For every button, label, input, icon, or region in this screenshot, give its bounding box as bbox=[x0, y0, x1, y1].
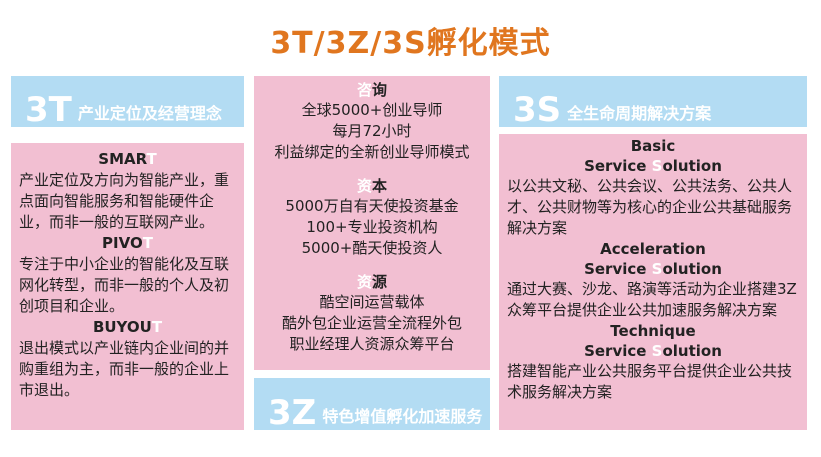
3s-item-body: 通过大赛、沙龙、路演等活动为企业搭建3Z众筹平台提供企业公共加速服务解决方案 bbox=[507, 280, 797, 319]
3s-header: 3S 全生命周期解决方案 bbox=[499, 76, 807, 127]
3s-item: Acceleration Service Solution 通过大赛、沙龙、路演… bbox=[507, 239, 799, 321]
3z-panel: 咨询 全球5000+创业导师 每月72小时 利益绑定的全新创业导师模式 资本 5… bbox=[254, 76, 490, 370]
3z-line: 利益绑定的全新创业导师模式 bbox=[274, 143, 470, 161]
3z-line: 每月72小时 bbox=[332, 122, 412, 140]
3t-item-body: 退出模式以产业链内企业间的并购重组为主，而非一般的企业上市退出。 bbox=[19, 339, 230, 399]
3t-item: SMART 产业定位及方向为智能产业，重点面向智能服务和智能硬件企业，而非一般的… bbox=[19, 149, 236, 233]
3s-item-name: Acceleration bbox=[600, 240, 706, 258]
3z-line: 5000万自有天使投资基金 bbox=[285, 197, 459, 215]
3z-line: 5000+酷天使投资人 bbox=[301, 239, 443, 257]
3z-header-label: 特色增值孵化加速服务 bbox=[322, 407, 483, 426]
3s-item: Basic Service Solution 以公共文秘、公共会议、公共法务、公… bbox=[507, 136, 799, 239]
3z-line: 职业经理人资源众筹平台 bbox=[289, 335, 455, 353]
3t-item-heading: BUYOUT bbox=[92, 318, 163, 336]
3z-section: 咨询 全球5000+创业导师 每月72小时 利益绑定的全新创业导师模式 bbox=[260, 80, 484, 163]
3z-section-heading: 资本 bbox=[356, 177, 388, 195]
3t-item: BUYOUT 退出模式以产业链内企业间的并购重组为主，而非一般的企业上市退出。 bbox=[19, 317, 236, 401]
3t-badge: 3T bbox=[25, 90, 72, 130]
3s-item-service: Service Solution bbox=[584, 157, 722, 175]
3z-section-heading: 资源 bbox=[356, 273, 388, 291]
3z-section-heading: 咨询 bbox=[356, 81, 388, 99]
3z-badge: 3Z bbox=[268, 393, 317, 433]
3s-panel: Basic Service Solution 以公共文秘、公共会议、公共法务、公… bbox=[499, 134, 807, 430]
3z-line: 酷外包企业运营全流程外包 bbox=[281, 314, 462, 332]
3s-item-body: 搭建智能产业公共服务平台提供企业公共技术服务解决方案 bbox=[507, 362, 793, 401]
3z-line: 全球5000+创业导师 bbox=[301, 101, 443, 119]
page-title: 3T/3Z/3S孵化模式 bbox=[270, 26, 551, 61]
3s-item-name: Technique bbox=[610, 322, 696, 340]
3s-item: Technique Service Solution 搭建智能产业公共服务平台提… bbox=[507, 321, 799, 403]
3s-badge: 3S bbox=[513, 90, 562, 130]
3t-panel: SMART 产业定位及方向为智能产业，重点面向智能服务和智能硬件企业，而非一般的… bbox=[11, 143, 244, 430]
3t-header: 3T 产业定位及经营理念 bbox=[11, 76, 244, 127]
3t-item-body: 专注于中小企业的智能化及互联网化转型，而非一般的个人及初创项目和企业。 bbox=[19, 255, 230, 315]
3s-item-service: Service Solution bbox=[584, 260, 722, 278]
3z-section: 资源 酷空间运营载体 酷外包企业运营全流程外包 职业经理人资源众筹平台 bbox=[260, 272, 484, 355]
3z-header: 3Z 特色增值孵化加速服务 bbox=[254, 378, 490, 430]
3t-item-heading: PIVOT bbox=[102, 234, 153, 252]
3s-item-body: 以公共文秘、公共会议、公共法务、公共人才、公共财物等为核心的企业公共基础服务解决… bbox=[507, 177, 793, 237]
3t-item-heading: SMART bbox=[98, 150, 157, 168]
3z-line: 100+专业投资机构 bbox=[306, 218, 438, 236]
3t-item: PIVOT 专注于中小企业的智能化及互联网化转型，而非一般的个人及初创项目和企业… bbox=[19, 233, 236, 317]
3s-item-name: Basic bbox=[630, 137, 676, 155]
3t-item-body: 产业定位及方向为智能产业，重点面向智能服务和智能硬件企业，而非一般的互联网产业。 bbox=[19, 171, 230, 231]
3z-section: 资本 5000万自有天使投资基金 100+专业投资机构 5000+酷天使投资人 bbox=[260, 176, 484, 259]
3t-header-label: 产业定位及经营理念 bbox=[77, 104, 222, 123]
3z-line: 酷空间运营载体 bbox=[319, 293, 425, 311]
3s-header-label: 全生命周期解决方案 bbox=[567, 104, 712, 123]
3s-item-service: Service Solution bbox=[584, 342, 722, 360]
